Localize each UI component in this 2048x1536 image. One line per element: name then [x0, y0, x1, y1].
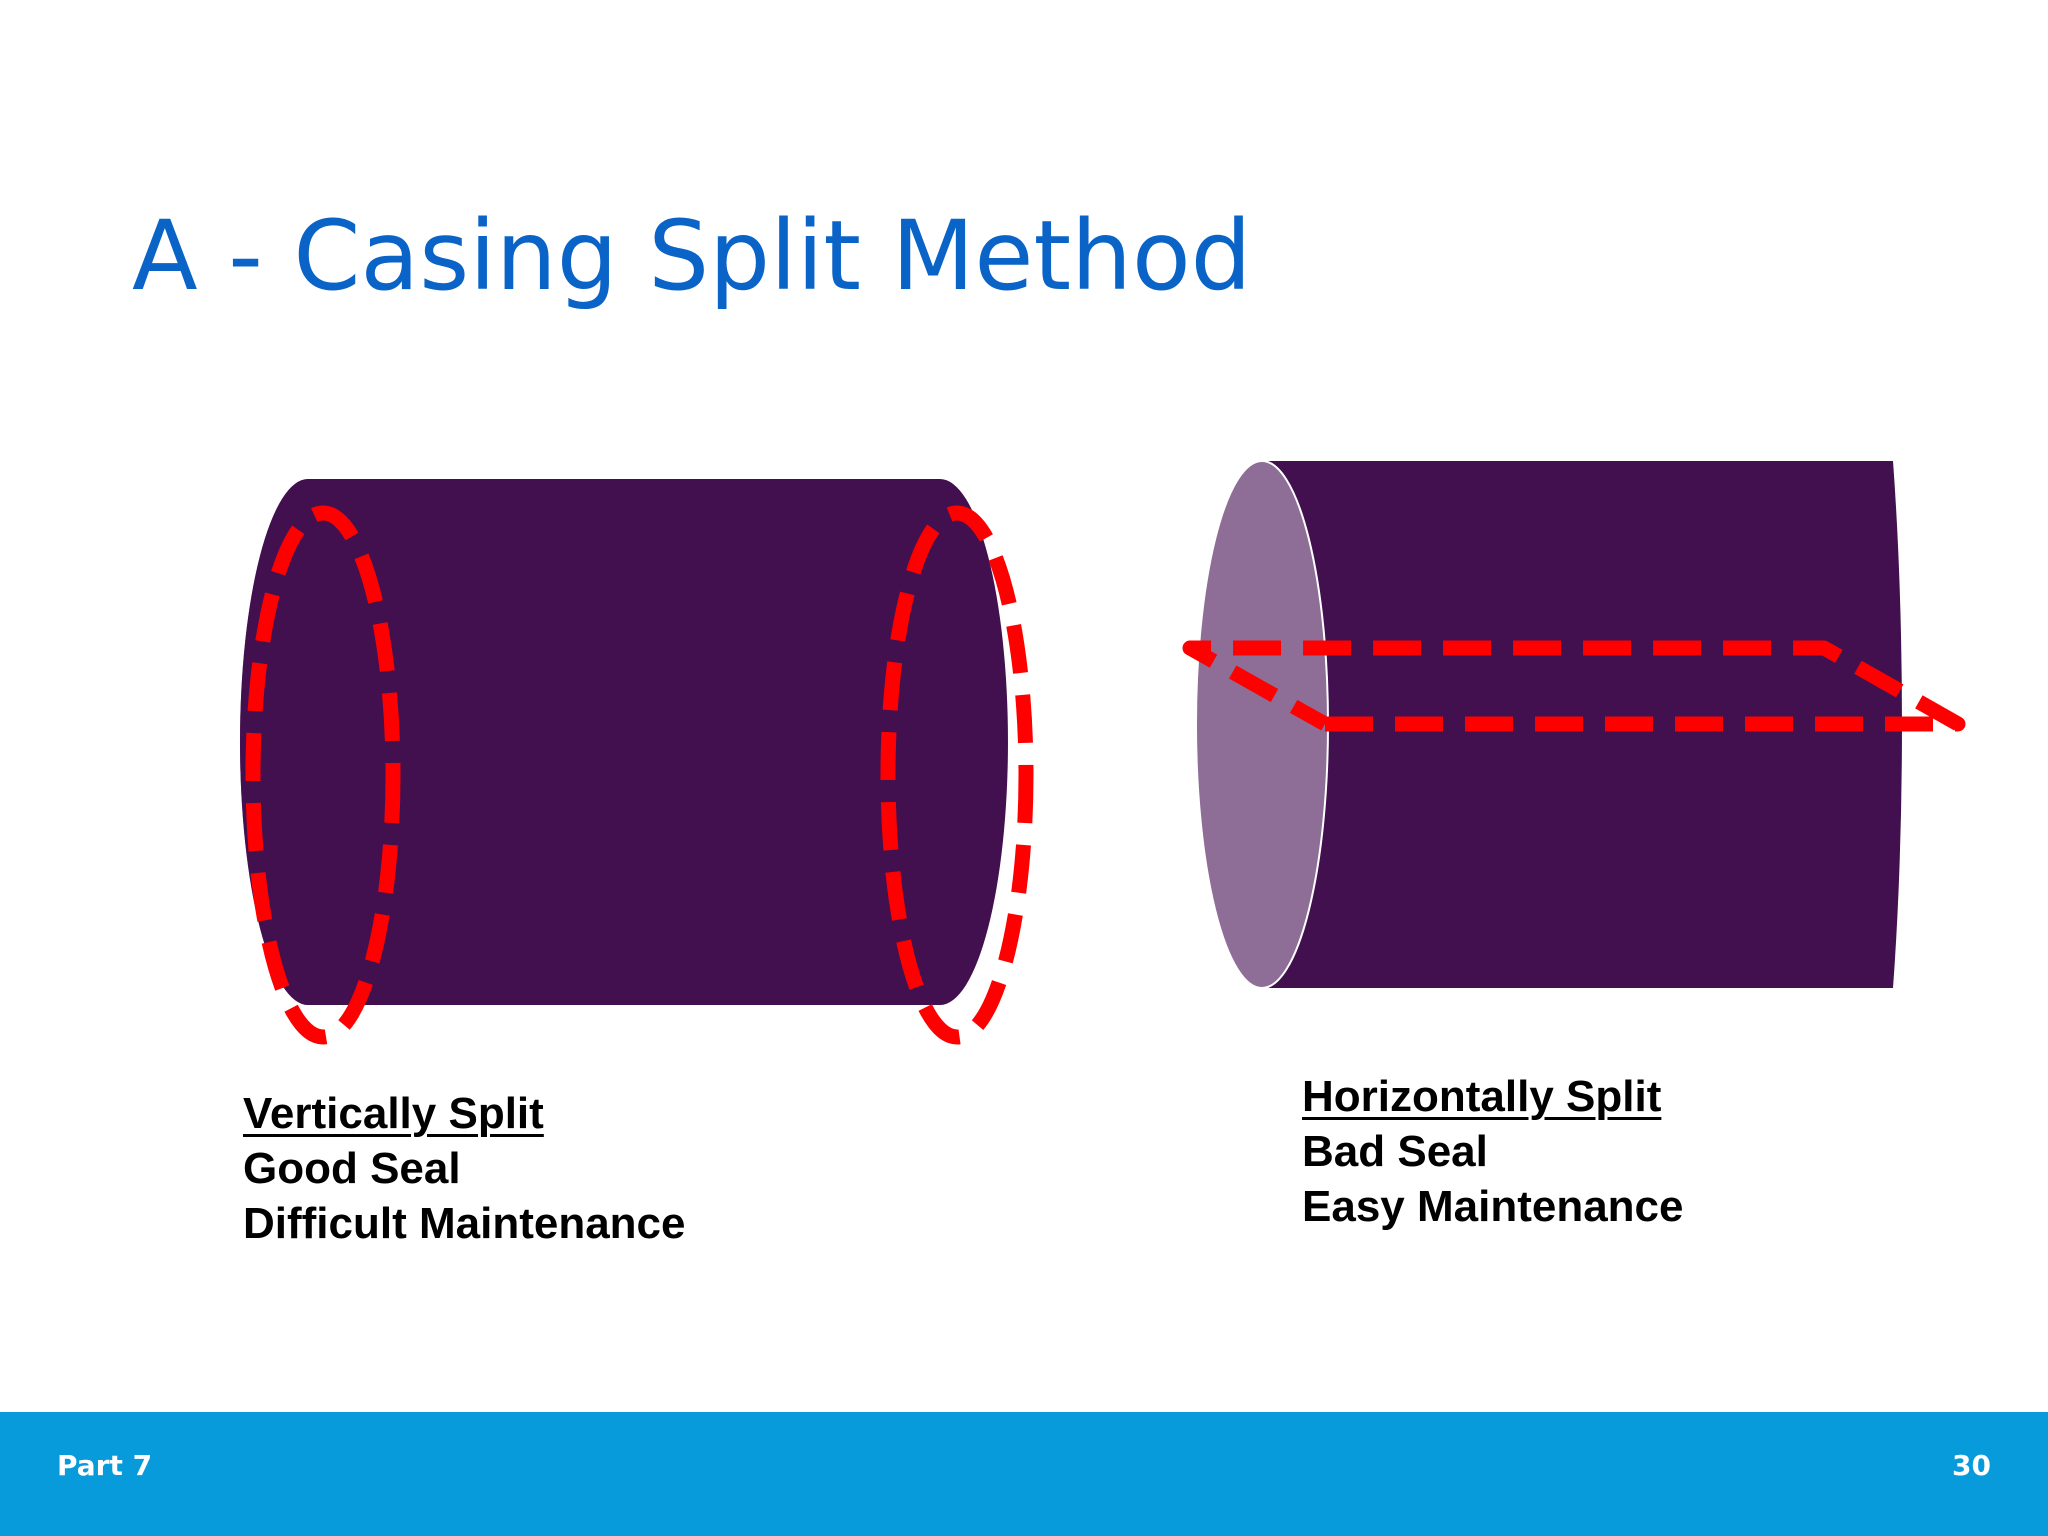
horizontal-split-seal: Bad Seal [1302, 1127, 1488, 1176]
vertical-split-heading: Vertically Split [243, 1089, 544, 1138]
vertical-split-caption: Vertically Split Good Seal Difficult Mai… [243, 1086, 686, 1251]
footer-section-label: Part 7 [57, 1449, 153, 1482]
vertical-split-cylinder [239, 479, 1034, 1045]
vertical-split-line-right [880, 505, 1034, 1045]
vertical-cylinder-body [240, 479, 1008, 1005]
vertical-split-line-left [245, 505, 401, 1045]
horizontal-split-caption: Horizontally Split Bad Seal Easy Mainten… [1302, 1069, 1684, 1234]
horizontal-split-heading: Horizontally Split [1302, 1072, 1662, 1121]
footer-bar [0, 1412, 2048, 1536]
horizontal-split-line [1182, 640, 1966, 732]
horizontal-split-cylinder [1182, 460, 1966, 989]
page-number: 30 [1952, 1449, 1991, 1482]
horizontal-cylinder-face [1195, 460, 1329, 989]
slide-title: A - Casing Split Method [132, 200, 1252, 312]
vertical-split-seal: Good Seal [243, 1144, 461, 1193]
horizontal-split-maintenance: Easy Maintenance [1302, 1182, 1684, 1231]
vertical-split-maintenance: Difficult Maintenance [243, 1199, 686, 1248]
